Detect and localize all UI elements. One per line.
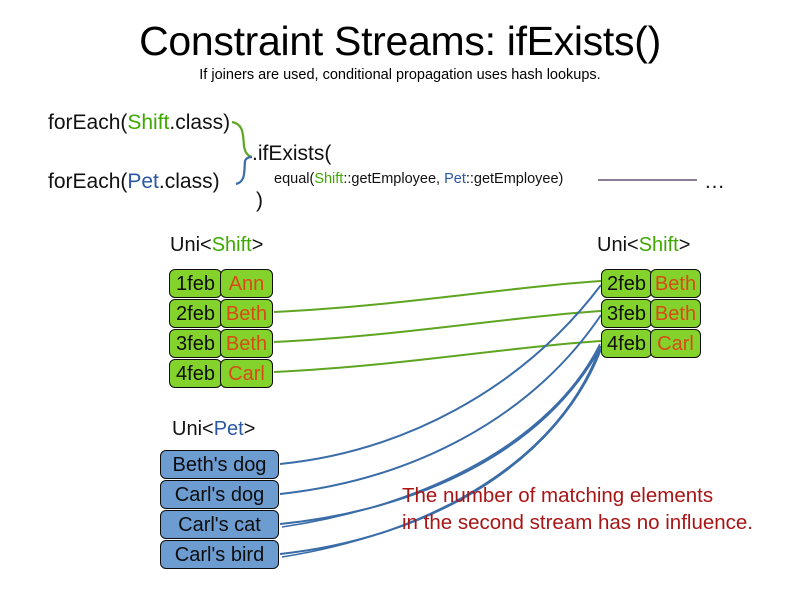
code-foreach-pet-prefix: forEach(: [48, 170, 128, 193]
label-suffix: >: [678, 234, 691, 256]
code-equal-joiner: equal(Shift::getEmployee, Pet::getEmploy…: [274, 171, 563, 188]
annotation-line-2: in the second stream has no influence.: [402, 511, 753, 534]
code-closing-paren: ): [256, 189, 263, 212]
cell-key: 4feb: [169, 359, 222, 388]
wire-shift-2feb: [273, 280, 602, 313]
label-prefix: Uni<: [597, 234, 639, 256]
code-equal-pet-ref: Pet: [444, 171, 466, 187]
wire-pet-beths-dog: [279, 284, 602, 465]
wire-shift-4feb: [273, 340, 602, 373]
label-type: Pet: [213, 418, 244, 440]
table-row[interactable]: 4feb Carl: [169, 359, 273, 388]
list-item[interactable]: Carl's cat: [160, 510, 279, 539]
list-item[interactable]: Carl's dog: [160, 480, 279, 509]
code-shift-classname: Shift: [127, 111, 170, 134]
cell-value: Beth: [650, 299, 701, 328]
label-prefix: Uni<: [170, 234, 212, 256]
table-row[interactable]: 3feb Beth: [169, 329, 273, 358]
brace-upper-green: [231, 120, 253, 159]
table-row[interactable]: 1feb Ann: [169, 269, 273, 298]
code-equal-prefix: equal(: [274, 171, 315, 187]
code-equal-suffix: ::getEmployee): [465, 171, 564, 187]
annotation-line-1: The number of matching elements: [402, 484, 714, 507]
code-equal-mid: ::getEmployee,: [343, 171, 445, 187]
code-foreach-shift: forEach(Shift.class): [48, 111, 230, 135]
list-item[interactable]: Beth's dog: [160, 450, 279, 479]
wire-shift-3feb: [273, 310, 602, 343]
code-ifexists-call: .ifExists(: [252, 142, 332, 165]
cell-value: Carl: [650, 329, 701, 358]
table-row[interactable]: 2feb Beth: [169, 299, 273, 328]
cell-value: Carl: [220, 359, 273, 388]
code-foreach-pet-suffix: .class): [158, 170, 220, 193]
cell-value: Beth: [220, 299, 273, 328]
shift-right-table: 2feb Beth 3feb Beth 4feb Carl: [601, 269, 701, 359]
label-suffix: >: [243, 418, 256, 440]
list-item[interactable]: Carl's bird: [160, 540, 279, 569]
page-title: Constraint Streams: ifExists(): [139, 18, 661, 64]
code-foreach-shift-prefix: forEach(: [48, 111, 128, 134]
label-suffix: >: [251, 234, 264, 256]
cell-value: Beth: [220, 329, 273, 358]
cell-value: Carl's cat: [160, 510, 279, 539]
label-prefix: Uni<: [172, 418, 214, 440]
code-foreach-shift-suffix: .class): [169, 111, 231, 134]
cell-value: Carl's bird: [160, 540, 279, 569]
cell-value: Ann: [220, 269, 273, 298]
wire-pet-carls-dog: [279, 314, 602, 495]
shift-left-table: 1feb Ann 2feb Beth 3feb Beth 4feb Carl: [169, 269, 273, 388]
stream-label-pet: Uni<Pet>: [172, 417, 255, 441]
pet-table: Beth's dog Carl's dog Carl's cat Carl's …: [160, 450, 279, 569]
code-foreach-pet: forEach(Pet.class): [48, 170, 220, 194]
brace-lower-blue: [235, 155, 253, 186]
cell-key: 4feb: [601, 329, 652, 358]
cell-key: 3feb: [601, 299, 652, 328]
table-row[interactable]: 3feb Beth: [601, 299, 701, 328]
table-row[interactable]: 2feb Beth: [601, 269, 701, 298]
stream-label-shift-left: Uni<Shift>: [170, 233, 263, 257]
label-type: Shift: [211, 234, 252, 256]
code-equal-shift-ref: Shift: [314, 171, 344, 187]
label-type: Shift: [638, 234, 679, 256]
page-subtitle: If joiners are used, conditional propaga…: [199, 67, 601, 83]
annotation-note: The number of matching elements in the s…: [402, 482, 753, 536]
cell-key: 2feb: [601, 269, 652, 298]
cell-key: 1feb: [169, 269, 222, 298]
cell-key: 2feb: [169, 299, 222, 328]
cell-key: 3feb: [169, 329, 222, 358]
stream-label-shift-right: Uni<Shift>: [597, 233, 690, 257]
code-pet-classname: Pet: [127, 170, 159, 193]
cell-value: Beth's dog: [160, 450, 279, 479]
cell-value: Carl's dog: [160, 480, 279, 509]
cell-value: Beth: [650, 269, 701, 298]
code-ellipsis: …: [704, 170, 725, 193]
table-row[interactable]: 4feb Carl: [601, 329, 701, 358]
